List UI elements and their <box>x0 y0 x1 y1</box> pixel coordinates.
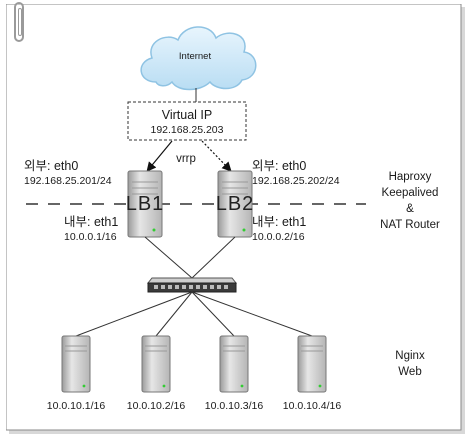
switch-web4-link <box>191 291 313 337</box>
lb1-external-label: 외부: eth0 <box>24 159 79 173</box>
web-role-line1: Nginx <box>395 350 425 362</box>
vip-ip: 192.168.25.203 <box>150 124 224 136</box>
internet-label: Internet <box>178 51 212 62</box>
vip-label: Virtual IP <box>161 108 213 122</box>
lb1-internal-label: 내부: eth1 <box>64 215 119 229</box>
vrrp-label: vrrp <box>176 153 196 165</box>
lb-role-line2: Keepalived <box>381 187 439 199</box>
lb2-external-label: 외부: eth0 <box>252 159 307 173</box>
vip-box <box>127 101 247 141</box>
web-server-3-ip: 10.0.10.3/16 <box>204 400 264 412</box>
lb2-internal-label: 내부: eth1 <box>252 215 307 229</box>
web-server-3-icon <box>219 335 249 393</box>
lb2-name: LB2 <box>215 193 255 215</box>
lb2-external-ip: 192.168.25.202/24 <box>252 175 340 187</box>
web-server-4-ip: 10.0.10.4/16 <box>282 400 342 412</box>
vrrp-arrow-lb1 <box>146 140 173 172</box>
web-server-2-ip: 10.0.10.2/16 <box>126 400 186 412</box>
lb1-external-ip: 192.168.25.201/24 <box>24 175 112 187</box>
web-server-1-ip: 10.0.10.1/16 <box>46 400 106 412</box>
vrrp-arrow-lb2 <box>201 140 232 172</box>
diagram-canvas <box>6 4 465 434</box>
lb1-name: LB1 <box>125 193 165 215</box>
lb1-internal-ip: 10.0.0.1/16 <box>64 231 117 243</box>
switch-web1-link <box>75 291 193 337</box>
switch-web2-link <box>155 291 193 337</box>
web-server-2-icon <box>141 335 171 393</box>
web-role-line2: Web <box>398 366 422 378</box>
diagram-frame: Internet Virtual IP 192.168.25.203 vrrp … <box>6 2 468 437</box>
web-server-1-icon <box>61 335 91 393</box>
lb1-server-icon <box>127 170 163 238</box>
lb-role-line1: Haproxy <box>388 171 432 183</box>
network-switch-icon <box>146 277 238 293</box>
internet-cloud <box>140 26 257 91</box>
lb-role-line3: & <box>406 203 414 215</box>
web-server-4-icon <box>297 335 327 393</box>
lb-role-line4: NAT Router <box>380 219 440 231</box>
lb1-switch-link <box>144 236 193 279</box>
paperclip-icon <box>14 2 24 42</box>
switch-web3-link <box>191 291 235 337</box>
lb2-internal-ip: 10.0.0.2/16 <box>252 231 305 243</box>
lb2-switch-link <box>191 236 236 279</box>
